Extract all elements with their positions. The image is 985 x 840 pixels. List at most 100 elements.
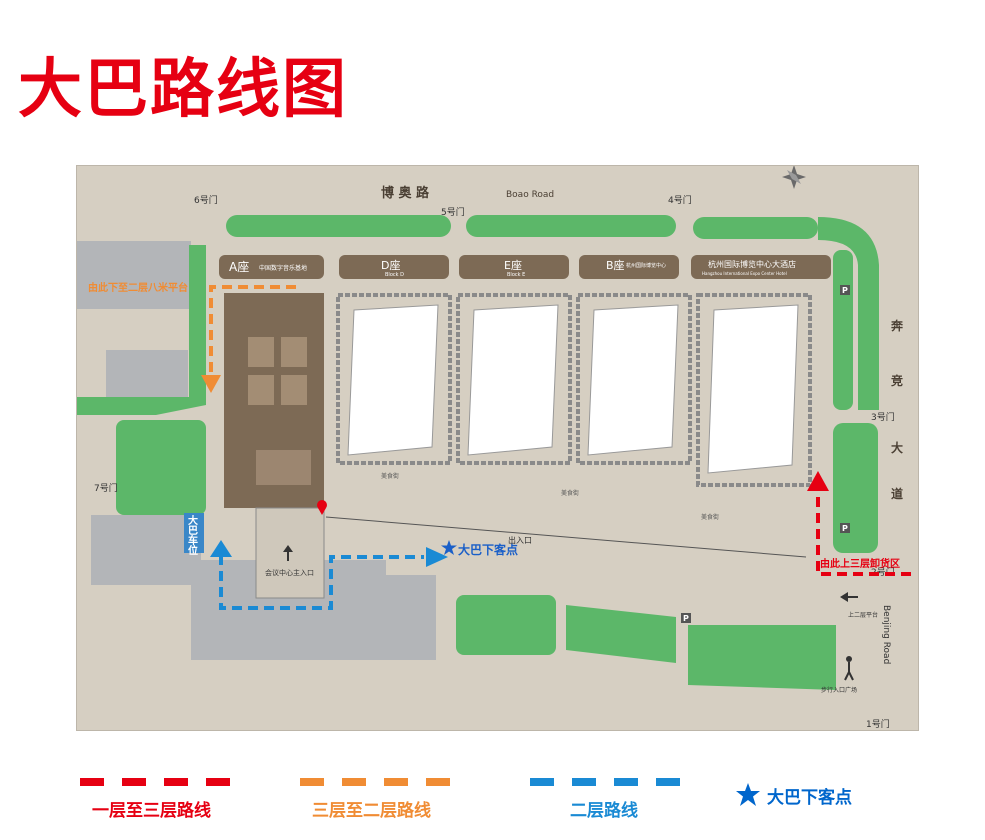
- walkway-line: [325, 516, 807, 558]
- page-title: 大巴路线图: [18, 53, 348, 127]
- block-a-sub: 中国数字音乐基地: [259, 264, 307, 272]
- svg-text:P: P: [683, 614, 689, 623]
- road-boao-en: Boao Road: [506, 190, 554, 200]
- hall-d: [336, 293, 452, 465]
- pedestrian-plaza-label: 步行入口广场: [821, 686, 857, 694]
- block-b-label: B座: [606, 258, 625, 272]
- parking-icon-2: P: [840, 523, 850, 533]
- parking-icon: P: [840, 285, 850, 295]
- main-entrance-label: 会议中心主入口: [265, 568, 314, 577]
- blue-route-arrow-right: [426, 547, 448, 567]
- gate-1-label: 1号门: [866, 718, 890, 730]
- block-b-sub: 杭州国际博览中心: [626, 262, 666, 269]
- legend-red-label: 一层至三层路线: [92, 801, 211, 821]
- entrance-label: 出入口: [508, 535, 532, 545]
- hall-hotel: [696, 293, 812, 487]
- venue-map: 博 奥 路 Boao Road 6号门 5号门 4号门 3号门 7号门 2号门 …: [76, 165, 919, 731]
- food-court-label-3: 美食街: [701, 513, 719, 521]
- legend-star-label: 大巴下客点: [767, 787, 852, 808]
- bus-parking-char-2: 巴: [188, 525, 198, 537]
- gate-6-label: 6号门: [194, 194, 218, 206]
- road-boao-cn: 博 奥 路: [381, 185, 430, 201]
- parking-icon-3: P: [681, 613, 691, 623]
- bus-dropoff-label: 大巴下客点: [458, 542, 518, 557]
- green-strip-top-3: [693, 217, 818, 239]
- block-d-header: [339, 255, 449, 279]
- green-strip-right-curve: [818, 217, 879, 410]
- road-benjing-en: Benjing Road: [881, 605, 891, 664]
- legend-blue-label: 二层路线: [570, 801, 638, 821]
- hotel-sub: Hangzhou International Expo Center Hotel: [702, 271, 787, 276]
- red-route: [816, 493, 911, 576]
- road-benjing-char-2: 竞: [891, 373, 903, 388]
- gate-5-label: 5号门: [441, 206, 465, 218]
- left-gray-zone-bottom: [91, 515, 201, 585]
- pedestrian-icon: [844, 656, 854, 681]
- arrow-left-icon: [840, 592, 858, 602]
- bus-parking-box: [184, 513, 204, 553]
- bottom-gray-road-2: [346, 575, 436, 660]
- hotel-header: [691, 255, 831, 279]
- green-area-bottom-1: [456, 595, 556, 655]
- road-benjing-char-1: 奔: [890, 318, 904, 333]
- green-area-bottom-2: [566, 605, 676, 663]
- green-area-left: [116, 420, 206, 515]
- block-a-hall-1: [248, 337, 274, 367]
- star-icon: [441, 540, 457, 555]
- block-d-label: D座: [381, 258, 400, 272]
- legend-item-orange: 三层至二层路线: [300, 778, 450, 828]
- legend-item-blue: 二层路线: [530, 778, 680, 828]
- legend-orange-label: 三层至二层路线: [312, 801, 431, 821]
- green-strip-right-lower: [833, 423, 878, 553]
- block-d-sub: Block D: [385, 272, 404, 278]
- legend-orange-line: [300, 778, 450, 786]
- green-strip-top-1: [226, 215, 451, 237]
- block-e-label: E座: [504, 258, 522, 272]
- orange-route-note: 由此下至二层八米平台: [88, 281, 188, 294]
- svg-text:P: P: [842, 286, 848, 295]
- gate-4-label: 4号门: [668, 194, 692, 206]
- red-route-note: 由此上三层卸货区: [820, 557, 900, 570]
- green-strip-top-2: [466, 215, 676, 237]
- location-pin-icon: [317, 500, 327, 515]
- block-e-sub: Block E: [507, 272, 525, 278]
- gate-3-label: 3号门: [871, 411, 895, 423]
- legend-item-star: 大巴下客点: [735, 782, 852, 808]
- compass-rose-icon: [782, 165, 806, 189]
- bus-parking-char-3: 车: [188, 534, 198, 547]
- main-entrance-area: [255, 507, 325, 599]
- legend-star-icon: [736, 783, 760, 806]
- block-a-hall-4: [281, 375, 307, 405]
- left-gray-zone-top: [76, 241, 191, 309]
- hotel-label: 杭州国际博览中心大酒店: [708, 259, 796, 269]
- legend-red-line: [80, 778, 230, 786]
- gate-7-label: 7号门: [94, 482, 118, 494]
- hall-b: [576, 293, 692, 465]
- block-b-header: [579, 255, 679, 279]
- green-area-bottom-3: [688, 625, 836, 690]
- bus-parking-char-1: 大: [188, 514, 198, 527]
- red-route-arrow: [807, 471, 829, 491]
- left-gray-zone-mid: [106, 350, 188, 398]
- hall-e: [456, 293, 572, 465]
- blue-route-arrow-up: [210, 540, 232, 557]
- food-court-label-1: 美食街: [381, 472, 399, 480]
- legend-item-red: 一层至三层路线: [80, 778, 230, 828]
- orange-route-arrow: [201, 375, 221, 393]
- block-a-lower-hall: [256, 450, 311, 485]
- block-e-header: [459, 255, 569, 279]
- block-a-hall-3: [248, 375, 274, 405]
- map-border: [76, 165, 919, 731]
- block-a-hall-2: [281, 337, 307, 367]
- green-strip-right-mid: [833, 250, 853, 410]
- block-a-label: A座: [229, 259, 249, 274]
- green-strip-left: [76, 245, 206, 415]
- svg-text:P: P: [842, 524, 848, 533]
- blue-route: [219, 555, 424, 610]
- arrow-up-icon: [283, 545, 293, 561]
- legend-blue-line: [530, 778, 680, 786]
- road-benjing-char-3: 大: [891, 440, 903, 455]
- orange-route: [209, 285, 296, 377]
- bus-parking-char-4: 位: [188, 544, 198, 557]
- road-benjing-char-4: 道: [891, 486, 903, 501]
